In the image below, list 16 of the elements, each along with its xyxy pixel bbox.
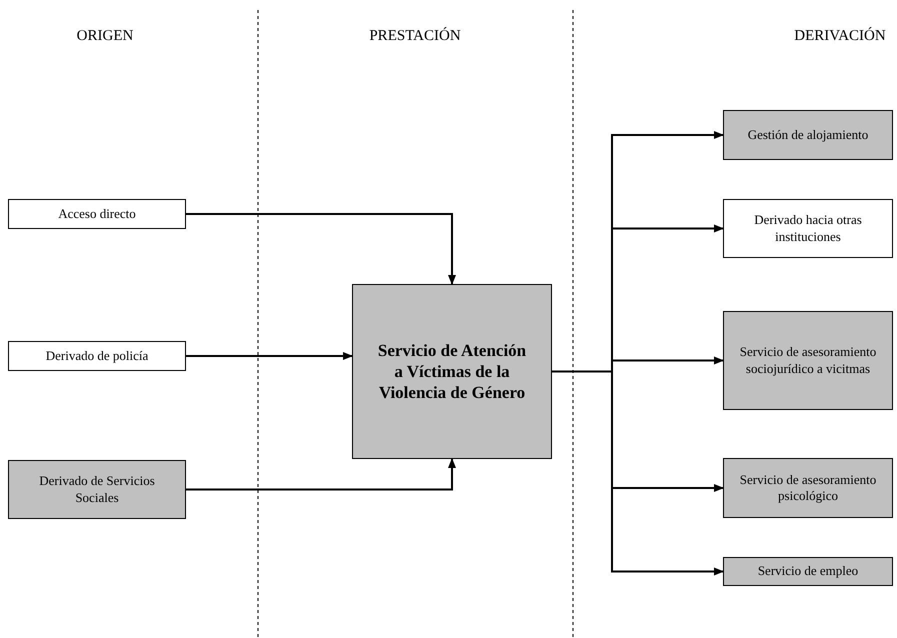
process-box: Derivado hacia otras instituciones <box>723 199 893 258</box>
arrow <box>186 458 456 490</box>
arrow <box>552 370 724 576</box>
process-box: Acceso directo <box>8 199 186 229</box>
process-box: Derivado de Servicios Sociales <box>8 460 186 519</box>
process-box: Servicio de asesoramiento psicológico <box>723 458 893 518</box>
column-heading: ORIGEN <box>76 27 134 46</box>
process-box: Servicio de asesoramiento sociojurídico a vicitmas <box>723 311 893 410</box>
process-box: Derivado de policía <box>8 341 186 371</box>
process-box: Servicio de empleo <box>723 557 893 586</box>
arrow <box>186 213 456 285</box>
column-heading: PRESTACIÓN <box>368 26 462 46</box>
column-heading: DERIVACIÓN <box>793 26 887 46</box>
process-box: Gestión de alojamiento <box>723 110 893 160</box>
process-box: Servicio de Atención a Víctimas de la Violencia de Género <box>352 284 552 459</box>
arrow <box>186 352 353 360</box>
